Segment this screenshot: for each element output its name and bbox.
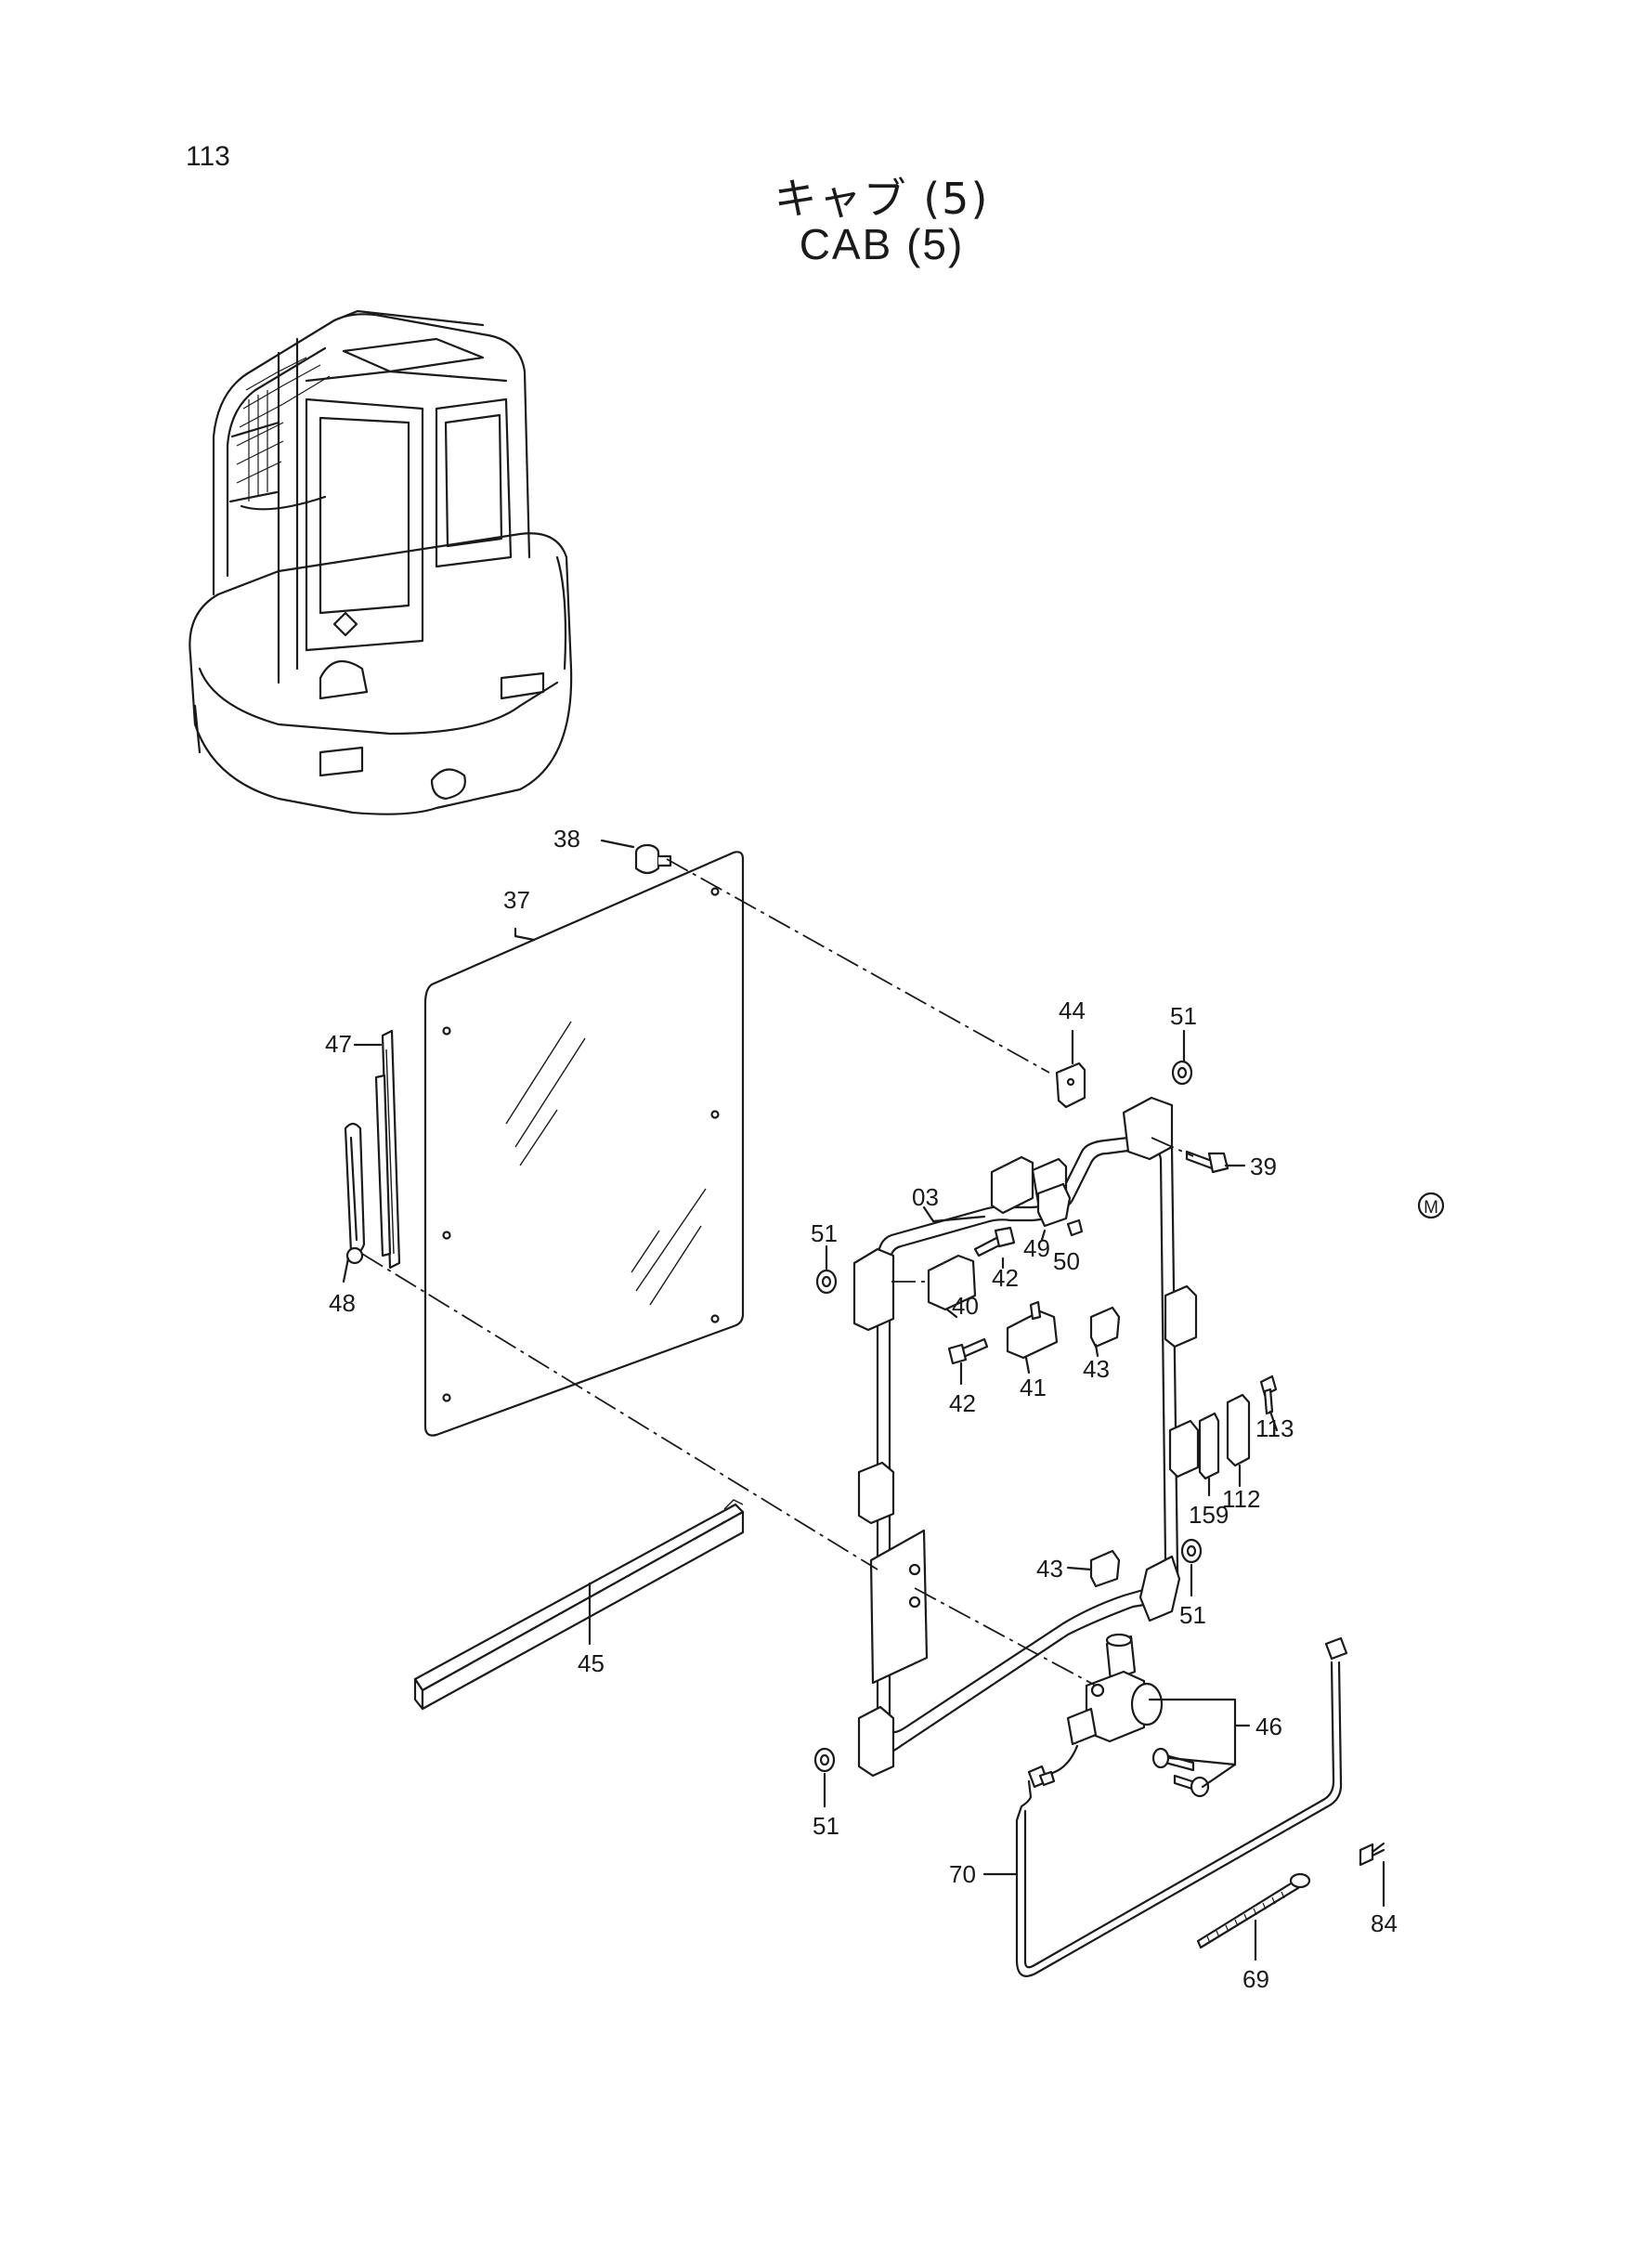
callout-51-bottom: 51 — [813, 1812, 839, 1840]
manual-mark-letter: M — [1424, 1198, 1438, 1218]
callout-112: 112 — [1222, 1485, 1260, 1513]
cable-tie-69 — [1196, 1872, 1311, 1949]
callout-43-lower: 43 — [1036, 1555, 1063, 1583]
washer-51-top — [1171, 1060, 1193, 1086]
wire-harness-70 — [1015, 1636, 1348, 1977]
wiper-arm — [344, 1122, 366, 1265]
cab-overview-illustration — [189, 309, 573, 815]
wiper-frame — [852, 1096, 1200, 1778]
latch-40 — [927, 1254, 977, 1311]
bolt-42-lower — [947, 1337, 989, 1365]
callout-113: 113 — [1255, 1414, 1294, 1442]
callout-51-top: 51 — [1170, 1002, 1197, 1030]
washer-51-left — [815, 1269, 838, 1295]
callout-47: 47 — [325, 1030, 352, 1058]
alignment-line-bottom — [361, 1253, 878, 1570]
bracket-112 — [1226, 1393, 1251, 1467]
weatherstrip — [413, 1499, 745, 1711]
bolt-113 — [1259, 1375, 1278, 1415]
wiper-motor-46 — [1066, 1633, 1164, 1746]
bolt-46b — [1173, 1774, 1210, 1798]
alignment-line-motor — [914, 1587, 1097, 1687]
bolt-42-upper — [973, 1226, 1016, 1257]
callout-39: 39 — [1250, 1153, 1277, 1180]
callout-50: 50 — [1053, 1247, 1080, 1275]
bolt-50 — [1066, 1218, 1084, 1237]
page-number: 113 — [186, 141, 230, 172]
window-glass — [423, 851, 745, 1437]
alignment-line-top — [666, 858, 1050, 1074]
clip-84 — [1359, 1842, 1385, 1867]
callout-44: 44 — [1059, 997, 1086, 1024]
callout-42-lower: 42 — [949, 1389, 976, 1417]
callout-labels: 38 37 47 48 44 51 39 03 51 42 49 50 40 4… — [325, 825, 1398, 1993]
callout-49: 49 — [1023, 1234, 1050, 1262]
washer-51-right — [1180, 1538, 1203, 1564]
bolt-39 — [1185, 1150, 1229, 1174]
leader-lines — [342, 839, 1385, 1961]
title-english: CAB (5) — [799, 220, 965, 268]
callout-46: 46 — [1255, 1713, 1282, 1740]
bracket-49 — [1036, 1182, 1072, 1228]
callout-37: 37 — [503, 886, 530, 914]
callout-69: 69 — [1242, 1965, 1269, 1993]
callout-48: 48 — [329, 1289, 356, 1317]
callout-40: 40 — [952, 1292, 979, 1320]
plate-44-hole — [1066, 1077, 1075, 1087]
plate-43-lower — [1089, 1549, 1121, 1588]
latch-41-post — [1029, 1300, 1042, 1321]
alignment-line-bolt39 — [1151, 1137, 1194, 1157]
title-japanese: キャブ (5) — [774, 174, 990, 224]
washer-51-bottom — [813, 1747, 836, 1773]
callout-159: 159 — [1189, 1501, 1229, 1529]
callout-51-left: 51 — [811, 1219, 838, 1247]
callout-41: 41 — [1020, 1374, 1047, 1401]
manual-mark: M — [1417, 1192, 1445, 1219]
callout-70: 70 — [949, 1860, 976, 1888]
callout-84: 84 — [1371, 1909, 1398, 1937]
callout-45: 45 — [578, 1649, 605, 1677]
callout-43-upper: 43 — [1083, 1355, 1110, 1383]
callout-38: 38 — [553, 825, 580, 853]
callout-51-right: 51 — [1179, 1601, 1206, 1629]
plate-43-upper — [1089, 1306, 1121, 1348]
callout-03: 03 — [912, 1183, 939, 1211]
callout-42-upper: 42 — [992, 1264, 1019, 1292]
cap-part — [634, 843, 672, 875]
plate-159 — [1198, 1412, 1220, 1480]
wiper-blade — [374, 1029, 401, 1270]
